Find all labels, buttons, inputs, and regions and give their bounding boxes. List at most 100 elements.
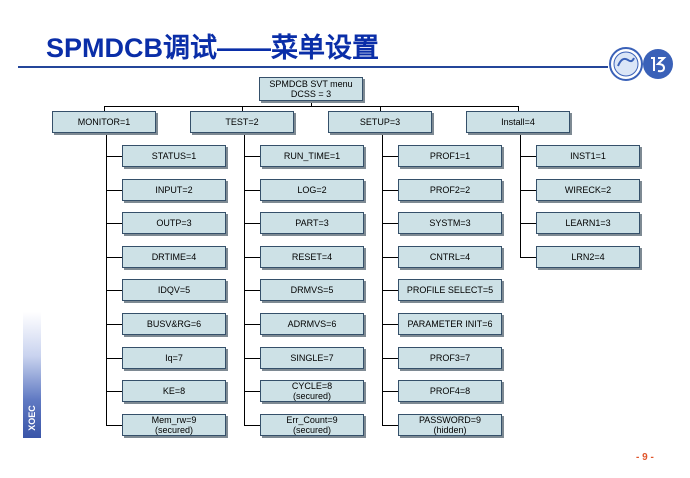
menu-item-learn1-3: LEARN1=3 [536,212,640,235]
menu-item-busv-rg-6-label: BUSV&RG=6 [146,319,202,329]
menu-item-cycle-8: CYCLE=8(secured) [260,380,364,403]
item-connector-line [520,189,536,191]
menu-item-prof2-2-label: PROF2=2 [429,184,471,195]
item-connector-line [106,189,122,191]
menu-item-err-count-9: Err_Count=9(secured) [260,413,364,436]
item-connector-line [382,324,398,325]
menu-item-idqv-5: IDQV=5 [122,279,226,302]
menu-item-status-1-label: STATUS=1 [151,151,197,161]
item-connector-line [106,290,122,292]
menu-item-reset-4-label: RESET=4 [291,251,333,262]
menu-item-part-3: PART=3 [260,212,364,235]
menu-item-lrn2-4-label: LRN2=4 [571,251,605,262]
branch-drop-line [380,106,381,111]
menu-item-part-3-label: PART=3 [295,218,329,229]
menu-item-cycle-8-note: (secured) [292,391,331,402]
menu-item-busv-rg-6: BUSV&RG=6 [122,313,226,335]
menu-item-password-9-note: (hidden) [433,424,467,435]
menu-item-ke-8-label: KE=8 [162,386,186,397]
root-menu-box-note: DCSS = 3 [290,89,332,99]
menu-item-ke-8: KE=8 [122,380,226,403]
item-connector-line [520,156,536,157]
menu-item-outp-3: OUTP=3 [122,212,226,235]
item-connector-line [244,256,260,258]
menu-item-adrmvs-6: ADRMVS=6 [260,313,364,335]
branch-header-setup-3: SETUP=3 [328,111,432,133]
branch-header-monitor-1-label: MONITOR=1 [77,117,131,127]
menu-item-cycle-8-label: CYCLE=8 [291,381,333,392]
menu-item-password-9: PASSWORD=9(hidden) [398,413,502,436]
menu-item-adrmvs-6-label: ADRMVS=6 [287,319,337,329]
item-connector-line [106,424,122,426]
item-connector-line [382,256,398,258]
item-connector-line [244,156,260,157]
menu-item-log-2: LOG=2 [260,178,364,201]
branch-header-install-4: Install=4 [466,111,570,133]
menu-item-password-9-label: PASSWORD=9 [418,414,482,425]
item-connector-line [244,324,260,325]
item-connector-line [382,223,398,225]
root-menu-box-label: SPMDCB SVT menu [269,79,353,89]
root-connector [311,101,312,106]
menu-item-prof1-1-label: PROF1=1 [429,151,471,161]
menu-item-systm-3-label: SYSTM=3 [429,218,471,229]
item-connector-line [244,290,260,292]
menu-item-prof4-8: PROF4=8 [398,380,502,403]
menu-item-inst1-1-label: INST1=1 [570,151,606,161]
item-connector-line [382,391,398,393]
menu-item-run-time-1-label: RUN_TIME=1 [283,151,341,161]
branch-header-test-2: TEST=2 [190,111,294,133]
menu-item-single-7-label: SINGLE=7 [290,352,334,363]
branch-header-test-2-label: TEST=2 [225,117,259,127]
menu-item-systm-3: SYSTM=3 [398,212,502,235]
item-connector-line [244,189,260,191]
menu-item-lrn2-4: LRN2=4 [536,245,640,268]
menu-item-parameter-init-6: PARAMETER INIT=6 [398,313,502,335]
menu-item-mem-rw-9-label: Mem_rw=9 [151,414,197,425]
page-number: - 9 - [636,452,654,463]
title-divider [18,66,608,68]
menu-item-iq-7: Iq=7 [122,346,226,369]
branch-header-monitor-1: MONITOR=1 [52,111,156,133]
branch-header-setup-3-label: SETUP=3 [359,117,401,127]
branch-trunk-line [382,133,383,425]
branch-drop-line [242,106,243,111]
menu-item-mem-rw-9-note: (secured) [154,424,193,435]
menu-item-input-2-label: INPUT=2 [155,184,193,195]
menu-item-prof3-7: PROF3=7 [398,346,502,369]
menu-item-reset-4: RESET=4 [260,245,364,268]
menu-item-drmvs-5: DRMVS=5 [260,279,364,302]
branch-trunk-line [244,133,245,425]
menu-item-log-2-label: LOG=2 [297,184,327,195]
menu-item-prof2-2: PROF2=2 [398,178,502,201]
item-connector-line [106,156,122,157]
branch-trunk-line [106,133,107,425]
menu-item-learn1-3-label: LEARN1=3 [565,218,611,229]
menu-item-err-count-9-label: Err_Count=9 [286,414,338,425]
menu-item-err-count-9-note: (secured) [292,424,331,435]
item-connector-line [106,256,122,258]
menu-item-drtime-4-label: DRTIME=4 [151,251,197,262]
item-connector-line [382,290,398,292]
menu-item-prof3-7-label: PROF3=7 [429,352,471,363]
item-connector-line [244,391,260,393]
menu-item-mem-rw-9: Mem_rw=9(secured) [122,413,226,436]
side-gradient-bar [23,312,41,438]
menu-item-iq-7-label: Iq=7 [165,352,183,363]
menu-item-run-time-1: RUN_TIME=1 [260,145,364,167]
menu-item-prof1-1: PROF1=1 [398,145,502,167]
item-connector-line [520,256,536,258]
menu-item-profile-select-5-label: PROFILE SELECT=5 [406,285,494,296]
item-connector-line [244,357,260,359]
menu-item-status-1: STATUS=1 [122,145,226,167]
anniversary-logo-icon [609,47,673,81]
menu-item-inst1-1: INST1=1 [536,145,640,167]
menu-item-profile-select-5: PROFILE SELECT=5 [398,279,502,302]
menu-item-wireck-2-label: WIRECK=2 [564,184,612,195]
page-title: SPMDCB调试——菜单设置 [46,33,380,63]
branch-drop-line [104,106,105,111]
branch-bus-line [104,106,519,107]
menu-item-single-7: SINGLE=7 [260,346,364,369]
